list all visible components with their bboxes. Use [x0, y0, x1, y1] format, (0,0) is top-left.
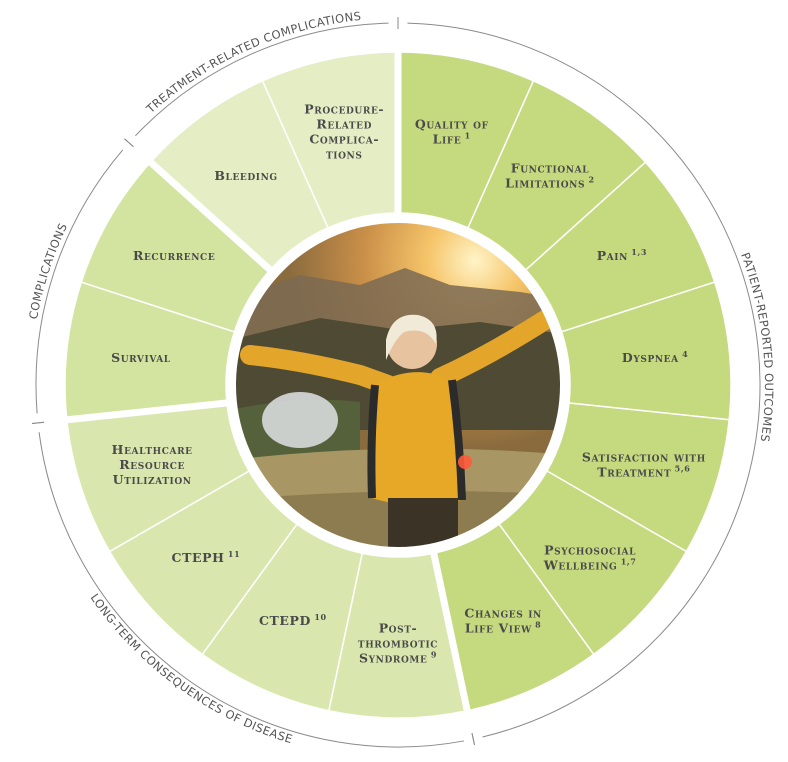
category-arc	[407, 22, 761, 738]
category-tick	[471, 733, 476, 746]
group-separator	[146, 158, 275, 274]
category-arc	[38, 432, 465, 748]
segment-label: Survival	[111, 350, 171, 365]
segment-recurrence: Recurrence	[80, 161, 272, 333]
segment-label: Dyspnea 4	[622, 349, 688, 365]
group-separator	[429, 550, 472, 714]
group-separator	[64, 399, 230, 424]
category-arc	[35, 149, 124, 414]
segment-survival: Survival	[64, 281, 236, 421]
category-label-complications: COMPLICATIONS	[26, 221, 70, 321]
segment-dyspnea: Dyspnea 4	[560, 281, 732, 421]
segment-label: Bleeding	[214, 168, 277, 183]
category-arc	[135, 22, 389, 137]
segment-label: CTEPD 10	[259, 612, 327, 628]
category-tick	[124, 138, 134, 148]
segment-label: CTEPH 11	[172, 549, 241, 565]
segment-label: Recurrence	[133, 248, 215, 263]
category-tick	[31, 421, 45, 424]
